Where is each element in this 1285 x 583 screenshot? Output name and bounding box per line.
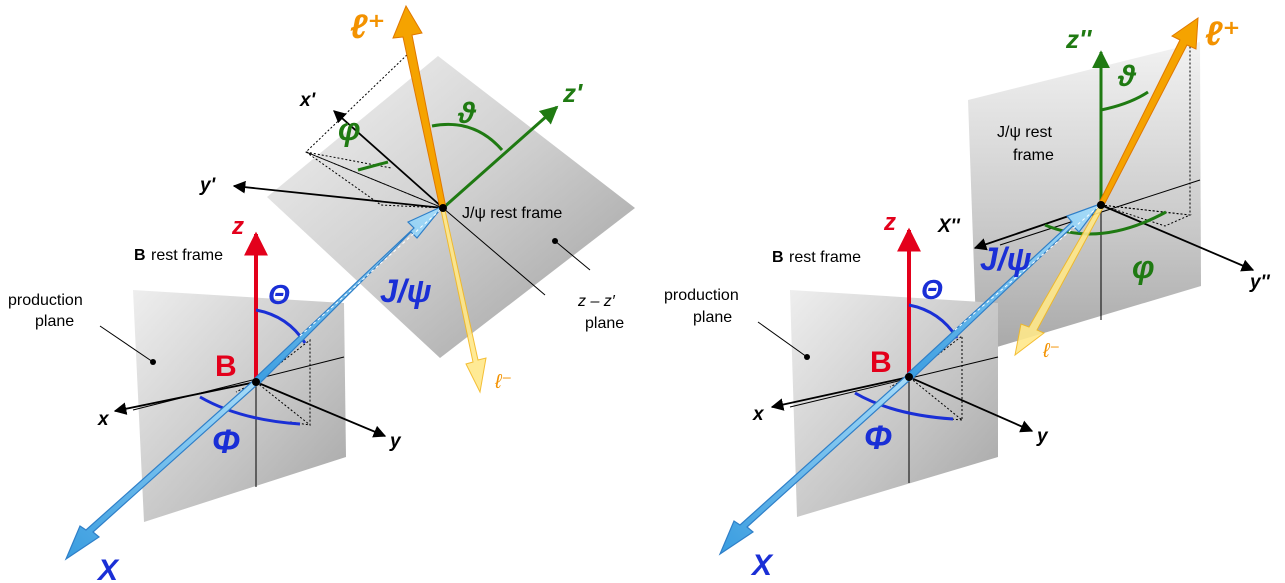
production-plane-leader — [757, 321, 808, 358]
axis-z-prime-line — [442, 105, 559, 210]
angle-Theta-label: Θ — [268, 279, 290, 310]
axis-y-label: y — [389, 431, 402, 452]
axis-z-label: z — [883, 209, 896, 236]
jpsi-arrow-label: J/ψ — [380, 273, 432, 309]
Phi-arc — [199, 395, 301, 426]
production-plane-line1: production — [664, 287, 739, 304]
axis-x-label: x — [97, 409, 110, 430]
axis-y-prime-line — [232, 180, 444, 209]
axis-y-dprime-label: y'' — [1249, 272, 1271, 293]
projection-dotted-pyramid — [305, 51, 444, 209]
Phi-arc — [854, 391, 954, 421]
x-big-arrow — [718, 374, 912, 556]
angle-theta-label: ϑ — [1117, 60, 1137, 93]
production-plane-line2: plane — [35, 313, 74, 330]
axis-y-label: y — [1036, 426, 1049, 447]
jpsi-arrow-label: J/ψ — [980, 241, 1032, 277]
theta-arc — [1100, 90, 1149, 112]
axis-x-label: x — [752, 404, 765, 425]
phi-arc — [357, 160, 389, 172]
jpsi-vertex — [1097, 201, 1105, 209]
left-panel: ℓ⁺ ℓ⁻ x' y' z' φ ϑ J/ψ rest frame B rest… — [8, 4, 635, 583]
b-label: B — [215, 350, 237, 383]
lepton-plus-arrow — [1097, 17, 1199, 206]
jpsi-frame-label: J/ψ rest frame — [462, 205, 562, 222]
production-plane-line1: production — [8, 292, 83, 309]
b-frame-bold: B — [134, 247, 146, 264]
axis-z-dprime-label: z'' — [1065, 24, 1092, 54]
axis-y-prime-label: y' — [199, 175, 217, 196]
lepton-minus-arrow — [440, 209, 487, 394]
b-vertex — [905, 373, 913, 381]
x-arrow-label: X — [96, 554, 120, 583]
b-frame-bold: B — [772, 249, 784, 266]
axis-z-prime-label: z' — [562, 78, 583, 108]
jpsi-vertex — [439, 204, 447, 212]
production-plane-horizontal — [789, 356, 999, 408]
b-frame-rest: rest frame — [151, 247, 223, 264]
angle-theta-label: ϑ — [457, 97, 477, 130]
projection-dotted-base — [1100, 204, 1192, 227]
theta-arc — [431, 122, 504, 151]
axis-z-label: z — [231, 213, 244, 240]
right-panel: z'' ϑ ℓ⁺ ℓ⁻ J/ψ rest frame X'' y'' φ J/ψ… — [664, 15, 1271, 582]
angle-phi-label: φ — [1132, 249, 1155, 285]
jpsi-dotted-line — [954, 206, 1099, 331]
lepton-minus-arrow — [1014, 206, 1104, 357]
production-dotted-projection — [889, 334, 963, 422]
lepton-plus-label: ℓ⁺ — [1205, 15, 1241, 53]
angle-Theta-label: Θ — [921, 274, 943, 305]
b-frame-rest: rest frame — [789, 249, 861, 266]
production-plane-line2: plane — [693, 309, 732, 326]
x-arrow-label: X — [750, 549, 774, 582]
lepton-minus-label: ℓ⁻ — [1042, 340, 1060, 362]
b-vertex — [252, 378, 260, 386]
phi-arc — [1044, 210, 1167, 236]
jpsi-arrow — [252, 205, 444, 385]
axis-y-line — [908, 376, 1034, 433]
lepton-plus-label: ℓ⁺ — [350, 8, 386, 46]
jpsi-frame-line2: frame — [1013, 147, 1054, 164]
production-plane-leader — [99, 325, 154, 363]
axis-y-dprime-line — [1100, 204, 1255, 272]
axis-y-line — [255, 381, 387, 438]
axis-x-prime-line — [333, 110, 444, 209]
lepton-plus-arrow — [392, 4, 447, 209]
axis-x-line — [770, 376, 910, 411]
angle-Phi-label: Φ — [864, 419, 892, 457]
production-dotted-line2 — [289, 421, 311, 426]
b-label: B — [870, 346, 892, 379]
jpsi-frame-line1: J/ψ rest — [997, 124, 1053, 141]
angle-phi-label: φ — [338, 111, 361, 147]
axis-x-prime-label: x' — [299, 90, 317, 111]
axis-x-dprime-label: X'' — [937, 216, 961, 237]
jpsi-arrow — [905, 202, 1102, 380]
production-plane-horizontal — [132, 356, 345, 411]
jpsi-rest-frame-plane — [968, 42, 1201, 353]
zz-plane-leader — [554, 240, 591, 271]
lepton-minus-label: ℓ⁻ — [494, 371, 512, 393]
x-big-arrow — [64, 379, 259, 561]
zz-plane-line — [442, 207, 546, 296]
jpsi-dotted-line — [299, 209, 441, 337]
zz-plane-line1: z – z′ — [577, 293, 616, 310]
zz-plane-line2: plane — [585, 315, 624, 332]
angle-Phi-label: Φ — [212, 423, 240, 461]
axis-x-line — [113, 381, 257, 415]
